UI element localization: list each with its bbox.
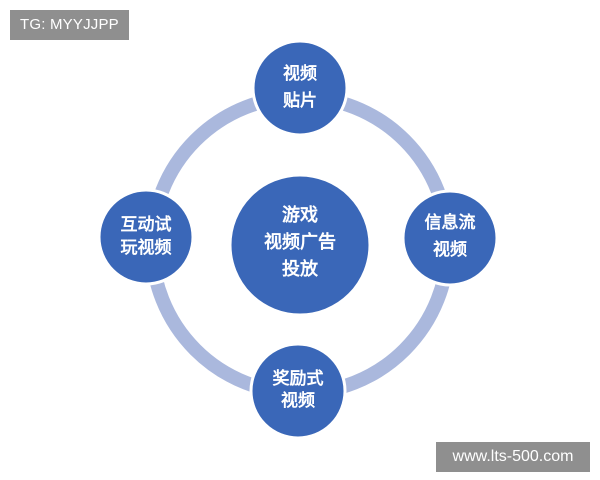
node-top-line-1: 视频: [283, 63, 317, 84]
node-right-line-2: 视频: [433, 239, 467, 260]
node-bottom-line-1: 奖励式: [273, 368, 324, 389]
node-left-line-2: 玩视频: [121, 237, 172, 258]
node-left: 互动试 玩视频: [97, 188, 195, 286]
node-bottom-circle: [249, 342, 347, 440]
center-line-2: 视频广告: [264, 231, 336, 253]
node-bottom: 奖励式 视频: [249, 342, 347, 440]
node-left-line-1: 互动试: [121, 215, 172, 235]
node-right: 信息流 视频: [401, 189, 499, 287]
footer-url: www.lts-500.com: [436, 442, 590, 472]
node-right-circle: [401, 189, 499, 287]
center-node: 游戏 视频广告 投放: [228, 173, 372, 317]
node-top: 视频 贴片: [251, 39, 349, 137]
center-node-circle: [228, 173, 372, 317]
node-top-circle: [251, 39, 349, 137]
center-line-1: 游戏: [282, 204, 318, 226]
center-line-3: 投放: [282, 258, 319, 280]
top-tag: TG: MYYJJPP: [10, 10, 129, 40]
node-top-line-2: 贴片: [283, 90, 317, 111]
node-left-circle: [97, 188, 195, 286]
node-right-line-1: 信息流: [425, 212, 476, 233]
node-bottom-line-2: 视频: [281, 390, 315, 411]
